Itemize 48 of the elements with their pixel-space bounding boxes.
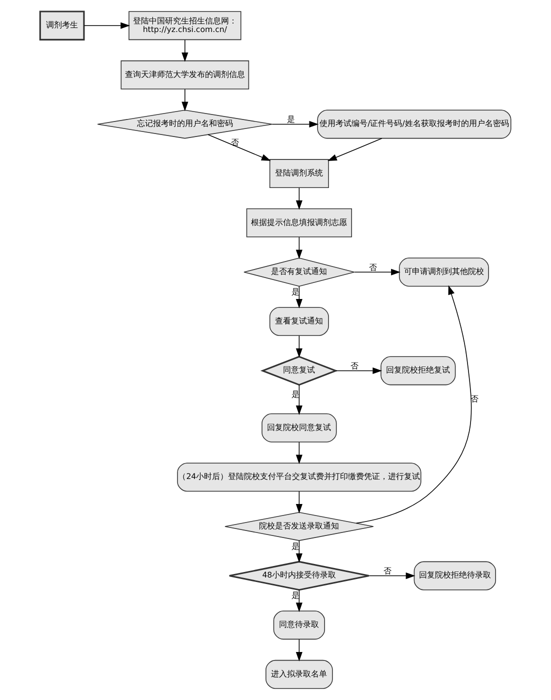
node-diamond: 忘记报考时的用户名和密码 (97, 110, 273, 139)
arrow (296, 491, 302, 514)
edge-label: 否 (230, 138, 239, 148)
node-box: 登陆调剂系统 (269, 159, 329, 188)
arrow (296, 384, 302, 415)
node-box: 回复院校拒绝待录取 (414, 561, 496, 590)
arrow (296, 236, 302, 260)
node-box: 使用考试编号/证件号码/姓名获取报考时的用户名密码 (317, 110, 512, 139)
arrow (272, 120, 319, 128)
arrow (296, 286, 302, 308)
node-box: 查看复试通知 (269, 306, 329, 336)
edge-label: 是 (286, 114, 295, 124)
node-diamond: 48小时内接受待录取 (228, 560, 370, 591)
edge-label: 否 (369, 262, 378, 272)
edge-label: 是 (291, 542, 300, 551)
arrow (336, 367, 382, 374)
node-box: 查询天津师范大学发布的调剂信息 (120, 60, 250, 90)
node-diamond: 是否有复试通知 (244, 258, 355, 287)
node-diamond: 院校是否发送录取通知 (224, 512, 374, 541)
node-box: 根据提示信息填报调剂志愿 (246, 208, 352, 238)
node-box: 调剂考生 (39, 10, 85, 40)
arrow (296, 540, 302, 563)
edge-label: 是 (291, 287, 300, 296)
node-box: 同意待录取 (273, 610, 325, 640)
arrow (356, 285, 472, 524)
node-box: 回复院校同意复试 (262, 413, 337, 442)
arrow (296, 187, 302, 210)
node-box: 进入拟录取名单 (266, 660, 333, 689)
arrow (354, 268, 400, 276)
arrow (296, 442, 302, 464)
arrow (296, 639, 302, 662)
arrow (327, 138, 382, 162)
arrow (208, 134, 271, 161)
arrow (84, 22, 130, 29)
node-box: 回复院校拒绝复试 (380, 356, 456, 386)
node-box: 登陆中国研究生招生信息网： http://yz.chsi.com.cn/ (128, 11, 242, 40)
edge-label: 否 (350, 361, 358, 370)
node-box: （24小时后）登陆院校支付平台交复试费并打印缴费凭证，进行复试 (177, 462, 422, 492)
arrow (368, 572, 416, 580)
arrow (182, 40, 188, 62)
arrow (296, 335, 302, 358)
node-diamond: 同意复试 (260, 356, 338, 386)
edge-label: 是 (291, 390, 300, 400)
edge-label: 否 (384, 566, 392, 576)
edge-label: 是 (291, 591, 300, 600)
arrow (182, 88, 188, 112)
node-box: 可申请调剂到其他院校 (398, 258, 489, 287)
arrow (296, 590, 302, 612)
